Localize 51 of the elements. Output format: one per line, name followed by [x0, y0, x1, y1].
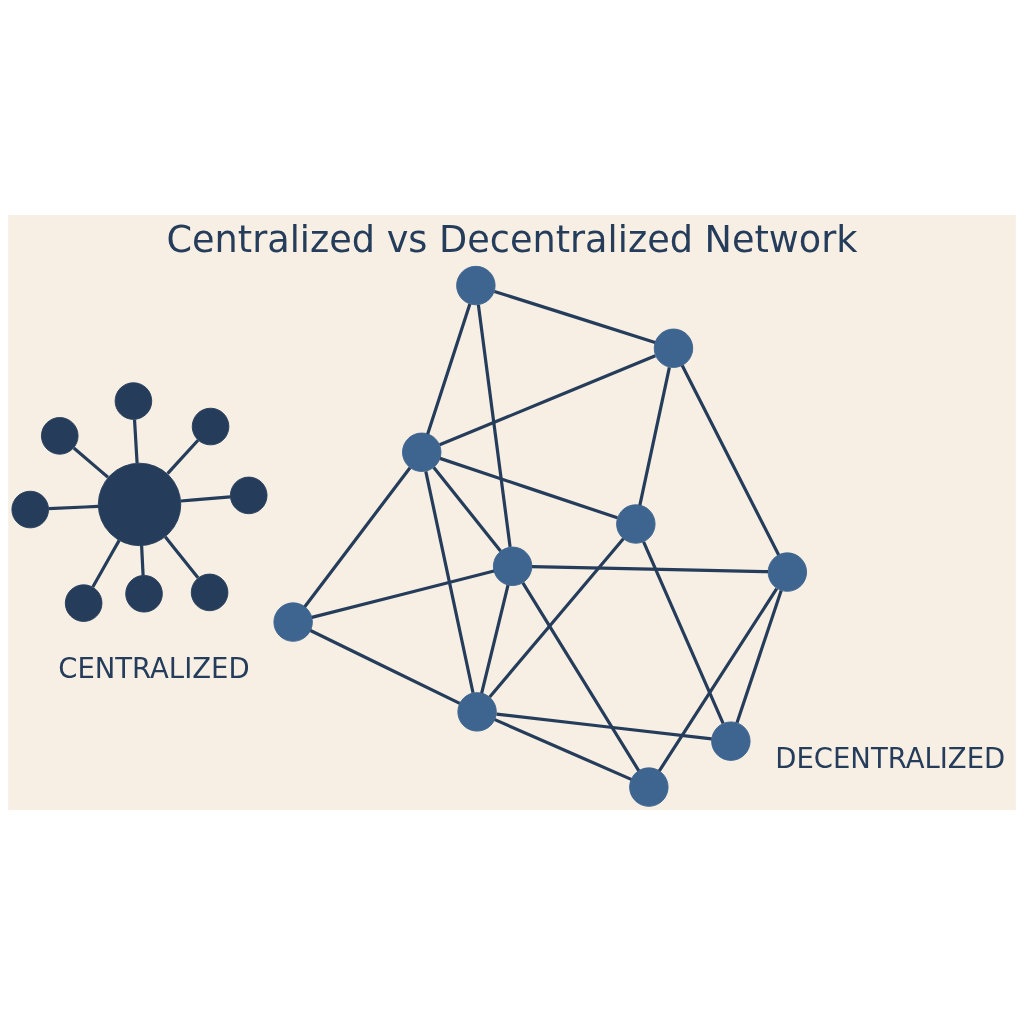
node-circle	[629, 766, 669, 807]
connector	[488, 537, 625, 698]
node-circle	[64, 583, 103, 622]
connector	[735, 589, 783, 723]
connector	[439, 353, 656, 446]
connector	[311, 569, 495, 619]
node-circle	[456, 265, 496, 305]
connector	[493, 289, 656, 344]
connector	[658, 587, 779, 772]
node-circle	[616, 503, 656, 544]
connector	[432, 465, 502, 552]
connector	[303, 466, 412, 608]
node-circle	[11, 490, 49, 528]
node-circle	[492, 546, 533, 586]
node-circle	[711, 720, 751, 761]
node-circle	[125, 574, 163, 612]
connector	[424, 470, 475, 693]
connector	[48, 504, 99, 510]
node-circle	[191, 407, 230, 445]
connector	[476, 304, 512, 547]
diagram-title: Centralized vs Decentralized Network	[166, 217, 858, 261]
node-circle	[767, 551, 808, 592]
connector	[496, 712, 712, 741]
node-circle	[457, 691, 497, 732]
connector	[531, 564, 769, 573]
connector	[163, 535, 200, 579]
node-circle	[190, 573, 229, 611]
connector	[309, 628, 461, 705]
connector	[480, 584, 510, 693]
connector	[439, 456, 618, 519]
connector	[638, 366, 671, 505]
connector	[166, 438, 200, 475]
connector	[91, 539, 121, 588]
node-circle	[402, 432, 442, 472]
connector	[72, 446, 110, 479]
node-circle	[114, 381, 153, 420]
connector	[521, 581, 641, 771]
connector	[426, 303, 472, 434]
connector	[140, 545, 145, 575]
connector	[132, 419, 139, 463]
label: CENTRALIZED	[58, 651, 250, 684]
connector	[494, 717, 632, 781]
connector	[642, 540, 725, 724]
node-circle	[273, 601, 313, 642]
label: DECENTRALIZED	[775, 741, 1006, 774]
node-circle	[40, 416, 79, 455]
node-circle	[653, 328, 694, 368]
connector	[680, 364, 780, 556]
connector	[180, 494, 231, 503]
node-circle	[97, 462, 182, 546]
node-circle	[229, 476, 268, 514]
